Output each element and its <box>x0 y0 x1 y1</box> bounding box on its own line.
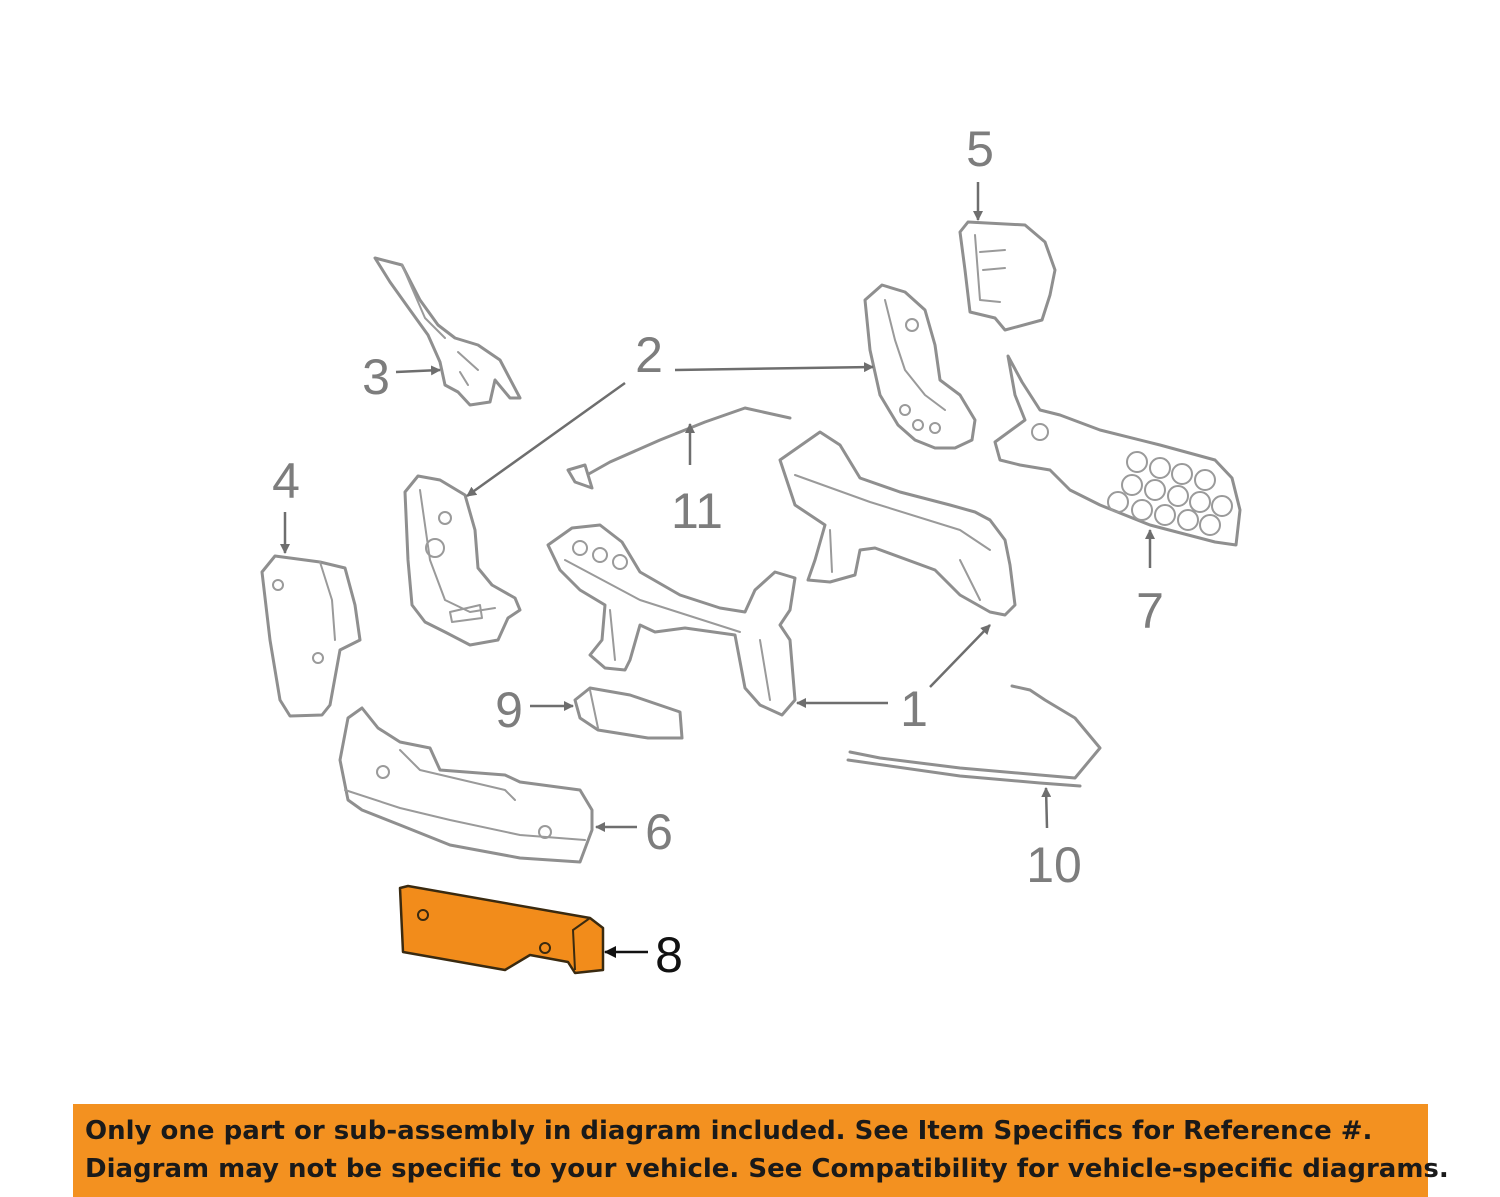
part-9-block <box>573 686 684 740</box>
disclaimer-line-2: Diagram may not be specific to your vehi… <box>85 1154 1449 1184</box>
leader-10 <box>1041 787 1052 829</box>
callout-1: 1 <box>900 681 928 737</box>
callout-5: 5 <box>966 121 994 177</box>
part-10-rod <box>846 684 1102 788</box>
part-1-frame-left <box>546 523 797 717</box>
callout-10: 10 <box>1026 837 1082 893</box>
part-11-cable <box>566 406 792 490</box>
leader-lines <box>280 182 1155 958</box>
disclaimer-line-1: Only one part or sub-assembly in diagram… <box>85 1116 1373 1146</box>
part-3-bracket <box>373 256 522 407</box>
callout-11: 11 <box>671 483 723 539</box>
part-2-plate-left <box>403 474 522 647</box>
part-5-pad <box>958 220 1057 332</box>
callout-8: 8 <box>655 927 683 983</box>
callout-labels: 2 3 4 5 11 7 1 9 6 10 8 <box>272 121 1164 983</box>
callout-4: 4 <box>272 453 300 509</box>
leader-2-left <box>466 381 626 498</box>
callout-6: 6 <box>645 804 673 860</box>
callout-3: 3 <box>362 349 390 405</box>
callout-7: 7 <box>1136 583 1164 639</box>
disclaimer-banner: Only one part or sub-assembly in diagram… <box>73 1104 1449 1197</box>
part-2-plate-right <box>863 283 977 450</box>
leader-2-right <box>674 362 874 373</box>
leader-1-right <box>929 624 991 688</box>
leader-3 <box>395 365 441 376</box>
part-7-seat-pan <box>993 354 1242 547</box>
part-1-frame-right <box>778 430 1017 617</box>
part-8-bracket-highlighted <box>398 884 605 975</box>
callout-2: 2 <box>635 327 663 383</box>
part-4-panel <box>260 554 362 718</box>
callout-9: 9 <box>495 682 523 738</box>
part-6-side-shield <box>338 706 594 864</box>
